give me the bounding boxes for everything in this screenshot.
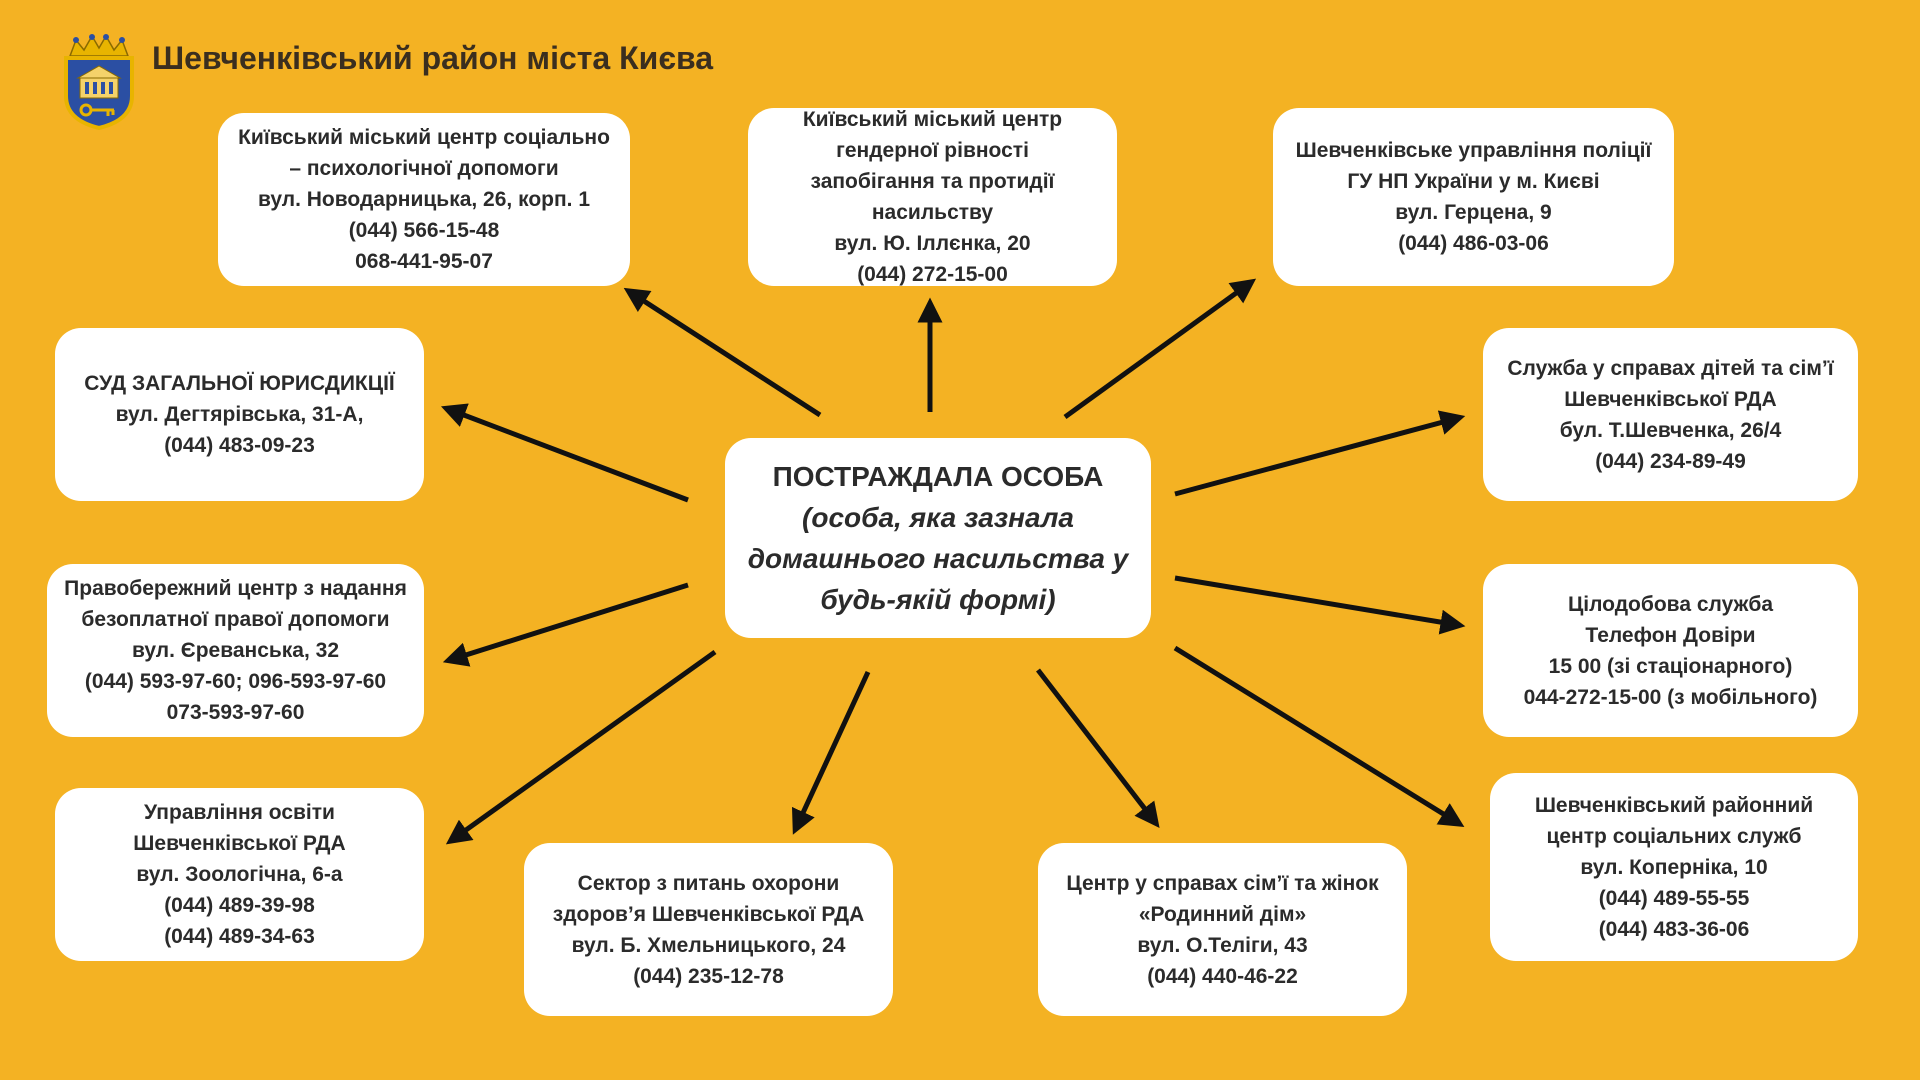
node-health: Сектор з питань охорони здоров’я Шевченк… [524,843,893,1016]
node-line: (044) 483-36-06 [1598,917,1750,941]
node-line: (044) 272-15-00 [857,263,1008,286]
node-line: Шевченківський районний [1534,793,1814,817]
node-line: Телефон Довіри [1585,623,1756,647]
node-line: Київський міський центр соціально [238,126,610,149]
node-line: (044) 593-97-60; 096-593-97-60 [84,670,387,693]
node-line: 15 00 (зі стаціонарного) [1548,654,1793,678]
node-line: вул. Ю. Іллєнка, 20 [834,232,1031,255]
node-line: (044) 440-46-22 [1147,964,1298,988]
node-line: запобігання та протидії [810,170,1055,193]
node-line: центр соціальних служб [1546,824,1802,848]
node-family-center: Центр у справах сім’ї та жінок «Родинний… [1038,843,1407,1016]
node-line: безоплатної правої допомоги [81,608,390,631]
arrow-to-education [445,649,717,845]
node-line: вул. Герцена, 9 [1395,201,1552,224]
node-line: здоров’я Шевченківської РДА [552,902,865,926]
node-police: Шевченківське управління поліції ГУ НП У… [1273,108,1674,286]
node-line: вул. Коперніка, 10 [1580,855,1768,879]
node-line: Служба у справах дітей та сім’ї [1507,356,1834,380]
node-gender-center: Київський міський центр гендерної рівнос… [748,108,1117,286]
node-line: вул. О.Теліги, 43 [1137,933,1308,957]
node-line: «Родинний дім» [1138,902,1307,926]
arrow-to-health [791,670,871,835]
node-line: Цілодобова служба [1567,592,1774,616]
node-line: Сектор з питань охорони [577,871,840,895]
node-line: бул. Т.Шевченка, 26/4 [1559,418,1782,442]
page-title: Шевченківський район міста Києва [152,39,714,76]
node-line: (044) 235-12-78 [633,964,784,988]
arrow-to-family-center [1036,668,1160,828]
node-legal-aid: Правобережний центр з надання безоплатно… [47,564,424,737]
node-line: (044) 489-34-63 [164,925,315,948]
node-line: Шевченківської РДА [133,832,346,855]
arrow-to-court [440,403,689,503]
node-line: вул. Зоологічна, 6-а [136,863,343,886]
arrow-to-police [1063,278,1257,420]
arrow-to-legal-aid [442,582,689,667]
node-line: вул. Б. Хмельницького, 24 [571,933,846,957]
victim-node: ПОСТРАЖДАЛА ОСОБА (особа, яка зазнала до… [725,438,1151,638]
node-line: (044) 234-89-49 [1595,449,1746,473]
node-line: вул. Дегтярівська, 31-А, [115,403,364,426]
victim-title: ПОСТРАЖДАЛА ОСОБА [772,461,1104,492]
node-line: Шевченківської РДА [1564,387,1777,411]
arrow-to-psych-center [623,287,822,418]
coat-of-arms-icon [64,34,134,130]
node-court: СУД ЗАГАЛЬНОЇ ЮРИСДИКЦІЇ вул. Дегтярівсь… [55,328,424,501]
node-social-services: Шевченківський районний центр соціальних… [1490,773,1858,961]
node-line: ГУ НП України у м. Києві [1347,170,1600,193]
node-line: (044) 566-15-48 [348,219,500,242]
arrow-to-children-service [1174,410,1466,497]
node-line: Київський міський центр [802,108,1063,131]
node-line: СУД ЗАГАЛЬНОЇ ЮРИСДИКЦІЇ [84,372,395,395]
node-line: Правобережний центр з надання [64,577,407,600]
arrow-to-hotline [1174,575,1466,635]
node-hotline: Цілодобова служба Телефон Довіри 15 00 (… [1483,564,1858,737]
victim-subtitle: (особа, яка зазнала домашнього насильств… [747,502,1129,615]
node-line: 044-272-15-00 (з мобільного) [1523,685,1818,709]
node-line: 073-593-97-60 [166,701,305,724]
node-line: Центр у справах сім’ї та жінок [1066,871,1379,895]
node-line: вул. Новодарницька, 26, корп. 1 [257,188,591,211]
node-education: Управління освіти Шевченківської РДА вул… [55,788,424,961]
node-line: Шевченківське управління поліції [1295,139,1652,162]
node-line: Управління освіти [144,801,335,824]
node-line: – психологічної допомоги [289,157,559,180]
arrow-to-social-services [1173,645,1465,827]
node-line: насильству [871,201,994,224]
node-line: (044) 486-03-06 [1398,232,1549,255]
node-line: (044) 483-09-23 [164,434,315,457]
node-line: гендерної рівності [836,139,1029,162]
node-psych-center: Київський міський центр соціально – псих… [218,113,630,286]
header: Шевченківський район міста Києва [56,34,713,130]
node-children-service: Служба у справах дітей та сім’ї Шевченкі… [1483,328,1858,501]
node-line: (044) 489-55-55 [1598,886,1750,910]
node-line: 068-441-95-07 [355,250,493,273]
node-line: вул. Єреванська, 32 [131,639,340,662]
node-line: (044) 489-39-98 [164,894,315,917]
